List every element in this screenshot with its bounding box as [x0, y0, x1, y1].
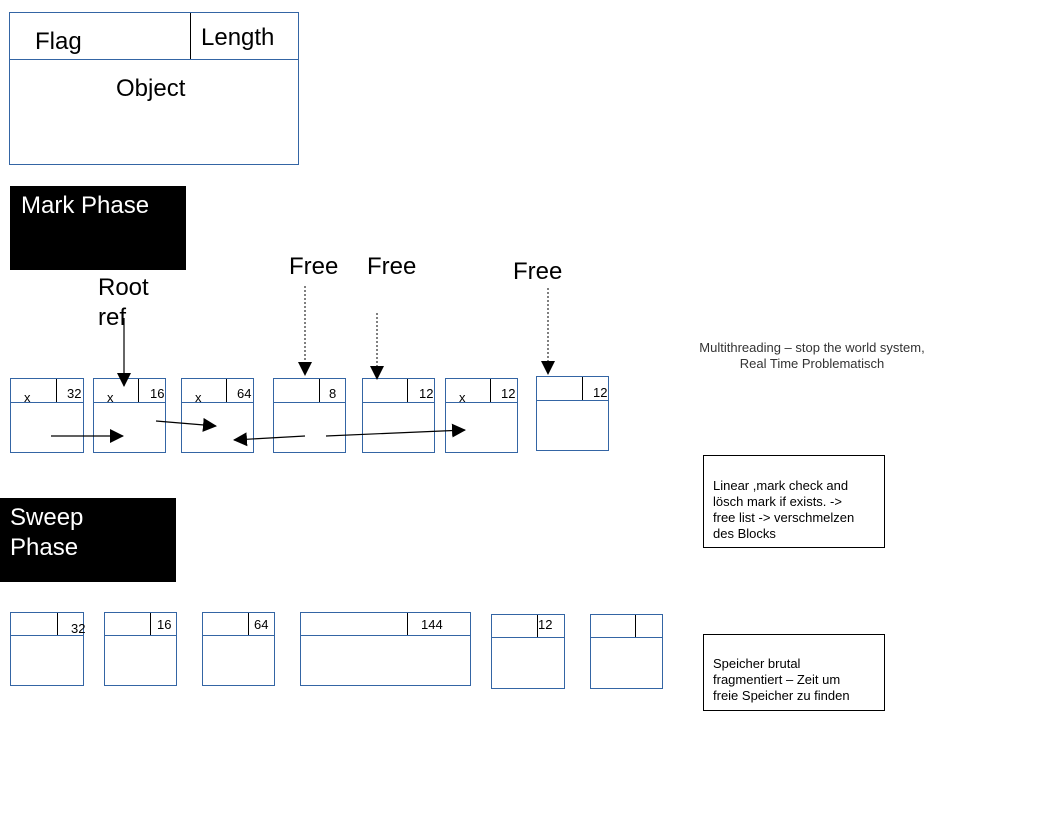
block-divider [57, 613, 58, 635]
legend-header [10, 13, 298, 60]
free-label-2: Free [367, 253, 417, 280]
link-arrow-3 [233, 432, 306, 447]
block-size: 64 [237, 386, 252, 401]
block-divider [635, 615, 636, 637]
legend-object-label: Object [116, 75, 186, 102]
mark-x: x [107, 390, 114, 405]
block-header [591, 615, 662, 638]
block-size: 16 [157, 617, 172, 632]
block-divider [248, 613, 249, 635]
legend-divider [190, 13, 191, 59]
block-header [537, 377, 608, 401]
sweep-phase-title: Sweep Phase [0, 498, 176, 582]
block-header [94, 379, 165, 403]
mark-block-1: x 32 [10, 378, 84, 453]
speicher-note-box: Speicher brutal fragmentiert – Zeit um f… [703, 634, 885, 711]
sweep-block-1: 32 [10, 612, 86, 686]
legend-length-label: Length [201, 24, 275, 51]
legend-flag-label: Flag [35, 28, 82, 55]
block-divider [537, 615, 538, 637]
block-header [182, 379, 253, 403]
legend-block: Flag Length Object [9, 12, 299, 165]
block-divider [490, 379, 491, 402]
mark-block-6: x 12 [445, 378, 518, 453]
linear-line-2: lösch mark if exists. -> [713, 494, 842, 509]
mark-x: x [24, 390, 31, 405]
block-header [11, 379, 83, 403]
sweep-title-line-2: Phase [10, 534, 79, 561]
block-size: 144 [421, 617, 443, 632]
block-size: 8 [329, 386, 337, 401]
mark-x: x [459, 390, 466, 405]
block-size: 32 [71, 621, 86, 636]
block-divider [138, 379, 139, 402]
block-header [363, 379, 434, 403]
block-divider [56, 379, 57, 402]
block-size: 12 [593, 385, 608, 400]
root-ref-text: Root ref [98, 274, 149, 331]
block-header [203, 613, 274, 636]
mark-block-7: 12 [536, 376, 609, 451]
speicher-line-2: fragmentiert – Zeit um [713, 672, 841, 687]
mark-block-5: 12 [362, 378, 435, 453]
block-size: 12 [538, 617, 553, 632]
block-header [274, 379, 345, 403]
free-label-3: Free [513, 258, 563, 285]
mark-block-4: 8 [273, 378, 346, 453]
speicher-line-3: freie Speicher zu finden [713, 688, 850, 703]
mark-x: x [195, 390, 202, 405]
sweep-block-6 [590, 614, 663, 689]
block-size: 12 [419, 386, 434, 401]
sweep-block-5: 12 [491, 614, 565, 689]
linear-line-4: des Blocks [713, 526, 776, 541]
multithreading-note: Multithreading – stop the world system, … [686, 340, 938, 372]
block-divider [582, 377, 583, 400]
speicher-line-1: Speicher brutal [713, 656, 801, 671]
multithreading-line-2: Real Time Problematisch [739, 356, 885, 371]
block-size: 32 [67, 386, 82, 401]
block-size: 16 [150, 386, 165, 401]
mark-block-2: x 16 [93, 378, 166, 453]
mark-phase-title: Mark Phase [10, 186, 186, 270]
block-size: 12 [501, 386, 516, 401]
linear-line-1: Linear ,mark check and [713, 478, 849, 493]
block-divider [150, 613, 151, 635]
sweep-block-3: 64 [202, 612, 275, 686]
block-header [11, 613, 83, 636]
block-header [105, 613, 176, 636]
multithreading-line-1: Multithreading – stop the world system, [699, 340, 925, 355]
block-header [492, 615, 564, 638]
linear-line-3: free list -> verschmelzen [713, 510, 855, 525]
root-ref-label: Root ref [98, 273, 158, 333]
block-size: 64 [254, 617, 269, 632]
block-header [301, 613, 470, 636]
sweep-block-4: 144 [300, 612, 471, 686]
sweep-title-line-1: Sweep [10, 504, 84, 531]
link-arrow-2 [155, 417, 217, 432]
link-arrow-4 [325, 423, 466, 438]
free-label-1: Free [289, 253, 339, 280]
block-divider [226, 379, 227, 402]
linear-note-box: Linear ,mark check and lösch mark if exi… [703, 455, 885, 548]
sweep-block-2: 16 [104, 612, 177, 686]
block-header [446, 379, 517, 403]
block-divider [319, 379, 320, 402]
block-divider [407, 613, 408, 635]
block-divider [407, 379, 408, 402]
